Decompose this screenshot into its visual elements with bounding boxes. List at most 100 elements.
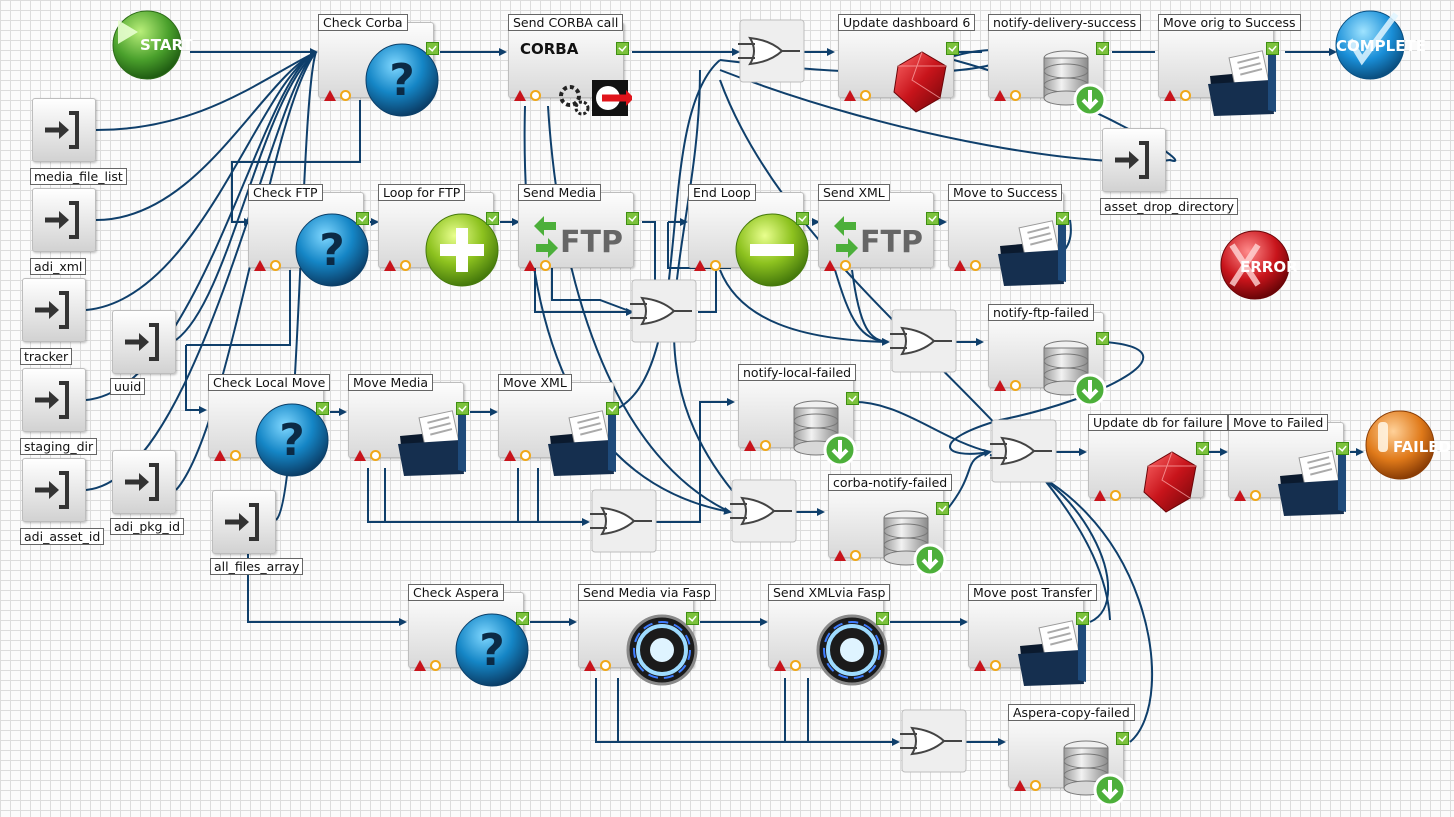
success-port-icon[interactable] — [1096, 332, 1109, 345]
wait-port-icon[interactable] — [540, 260, 551, 271]
task-node-send-xmlvia-fasp[interactable]: Send XMLvia Fasp — [768, 584, 891, 686]
success-port-icon[interactable] — [936, 502, 949, 515]
variable-block[interactable] — [212, 490, 276, 554]
task-node-notify-delivery-success[interactable]: notify-delivery-success — [988, 14, 1142, 117]
variable-block[interactable] — [112, 310, 176, 374]
error-port-icon[interactable] — [774, 660, 786, 671]
error-port-icon[interactable] — [384, 260, 396, 271]
success-port-icon[interactable] — [1096, 42, 1109, 55]
variable-block[interactable] — [22, 458, 86, 522]
complete-terminal[interactable]: COMPLETE — [1335, 10, 1426, 80]
task-node-check-local-move[interactable]: ?Check Local Move — [208, 374, 331, 477]
success-port-icon[interactable] — [356, 212, 369, 225]
error-port-icon[interactable] — [524, 260, 536, 271]
task-node-end-loop[interactable]: End Loop — [688, 184, 810, 287]
variable-block[interactable] — [32, 188, 96, 252]
variable-block[interactable] — [112, 450, 176, 514]
or-gate-icon[interactable] — [990, 419, 1057, 483]
success-port-icon[interactable] — [316, 402, 329, 415]
or-gate-icon[interactable] — [630, 279, 697, 343]
error-port-icon[interactable] — [974, 660, 986, 671]
success-port-icon[interactable] — [876, 612, 889, 625]
variable-block[interactable] — [32, 98, 96, 162]
success-port-icon[interactable] — [616, 42, 629, 55]
wait-port-icon[interactable] — [860, 90, 871, 101]
wait-port-icon[interactable] — [530, 90, 541, 101]
error-port-icon[interactable] — [994, 90, 1006, 101]
task-node-check-corba[interactable]: ?Check Corba — [318, 14, 440, 117]
error-port-icon[interactable] — [1014, 780, 1026, 791]
error-port-icon[interactable] — [954, 260, 966, 271]
wait-port-icon[interactable] — [990, 660, 1001, 671]
task-node-move-xml[interactable]: Move XML — [498, 374, 620, 476]
or-gate-icon[interactable] — [890, 309, 957, 373]
task-node-check-aspera[interactable]: ?Check Aspera — [408, 584, 530, 687]
success-port-icon[interactable] — [946, 42, 959, 55]
error-port-icon[interactable] — [834, 550, 846, 561]
success-port-icon[interactable] — [926, 212, 939, 225]
error-port-icon[interactable] — [504, 450, 516, 461]
variable-block[interactable] — [1102, 128, 1166, 192]
success-port-icon[interactable] — [426, 42, 439, 55]
success-port-icon[interactable] — [486, 212, 499, 225]
wait-port-icon[interactable] — [1010, 380, 1021, 391]
wait-port-icon[interactable] — [600, 660, 611, 671]
success-port-icon[interactable] — [1266, 42, 1279, 55]
wait-port-icon[interactable] — [340, 90, 351, 101]
error-port-icon[interactable] — [744, 440, 756, 451]
error-port-icon[interactable] — [514, 90, 526, 101]
wait-port-icon[interactable] — [270, 260, 281, 271]
error-port-icon[interactable] — [994, 380, 1006, 391]
task-node-move-to-failed[interactable]: Move to Failed — [1228, 414, 1350, 516]
task-node-move-media[interactable]: Move Media — [348, 374, 470, 476]
or-gate-icon[interactable] — [738, 19, 805, 83]
success-port-icon[interactable] — [1196, 442, 1209, 455]
error-port-icon[interactable] — [414, 660, 426, 671]
wait-port-icon[interactable] — [1010, 90, 1021, 101]
success-port-icon[interactable] — [1116, 732, 1129, 745]
failed-terminal[interactable]: FAILED — [1365, 410, 1451, 480]
task-node-loop-for-ftp[interactable]: Loop for FTP — [378, 184, 500, 287]
wait-port-icon[interactable] — [1180, 90, 1191, 101]
error-port-icon[interactable] — [354, 450, 366, 461]
wait-port-icon[interactable] — [1110, 490, 1121, 501]
error-port-icon[interactable] — [824, 260, 836, 271]
wait-port-icon[interactable] — [840, 260, 851, 271]
success-port-icon[interactable] — [516, 612, 529, 625]
error-terminal[interactable]: ERROR — [1220, 230, 1298, 300]
task-node-move-to-success[interactable]: Move to Success — [948, 184, 1070, 286]
error-port-icon[interactable] — [1094, 490, 1106, 501]
error-port-icon[interactable] — [254, 260, 266, 271]
task-node-update-dashboard-6[interactable]: Update dashboard 6 — [838, 14, 976, 113]
wait-port-icon[interactable] — [400, 260, 411, 271]
wait-port-icon[interactable] — [760, 440, 771, 451]
task-node-check-ftp[interactable]: ?Check FTP — [248, 184, 370, 287]
task-node-update-db-for-failure[interactable]: Update db for failure — [1088, 414, 1228, 513]
error-port-icon[interactable] — [1164, 90, 1176, 101]
wait-port-icon[interactable] — [520, 450, 531, 461]
task-node-aspera-copy-failed[interactable]: Aspera-copy-failed — [1008, 704, 1135, 807]
wait-port-icon[interactable] — [970, 260, 981, 271]
task-node-notify-local-failed[interactable]: notify-local-failed — [738, 364, 860, 467]
success-port-icon[interactable] — [626, 212, 639, 225]
success-port-icon[interactable] — [456, 402, 469, 415]
success-port-icon[interactable] — [606, 402, 619, 415]
start-terminal[interactable]: START — [112, 10, 193, 80]
error-port-icon[interactable] — [844, 90, 856, 101]
task-node-send-media-via-fasp[interactable]: Send Media via Fasp — [578, 584, 716, 686]
task-node-move-post-transfer[interactable]: Move post Transfer — [968, 584, 1097, 686]
success-port-icon[interactable] — [1056, 212, 1069, 225]
variable-block[interactable] — [22, 278, 86, 342]
variable-block[interactable] — [22, 368, 86, 432]
or-gate-icon[interactable] — [900, 709, 967, 773]
success-port-icon[interactable] — [846, 392, 859, 405]
wait-port-icon[interactable] — [850, 550, 861, 561]
error-port-icon[interactable] — [1234, 490, 1246, 501]
wait-port-icon[interactable] — [1030, 780, 1041, 791]
success-port-icon[interactable] — [1076, 612, 1089, 625]
wait-port-icon[interactable] — [370, 450, 381, 461]
error-port-icon[interactable] — [694, 260, 706, 271]
error-port-icon[interactable] — [584, 660, 596, 671]
